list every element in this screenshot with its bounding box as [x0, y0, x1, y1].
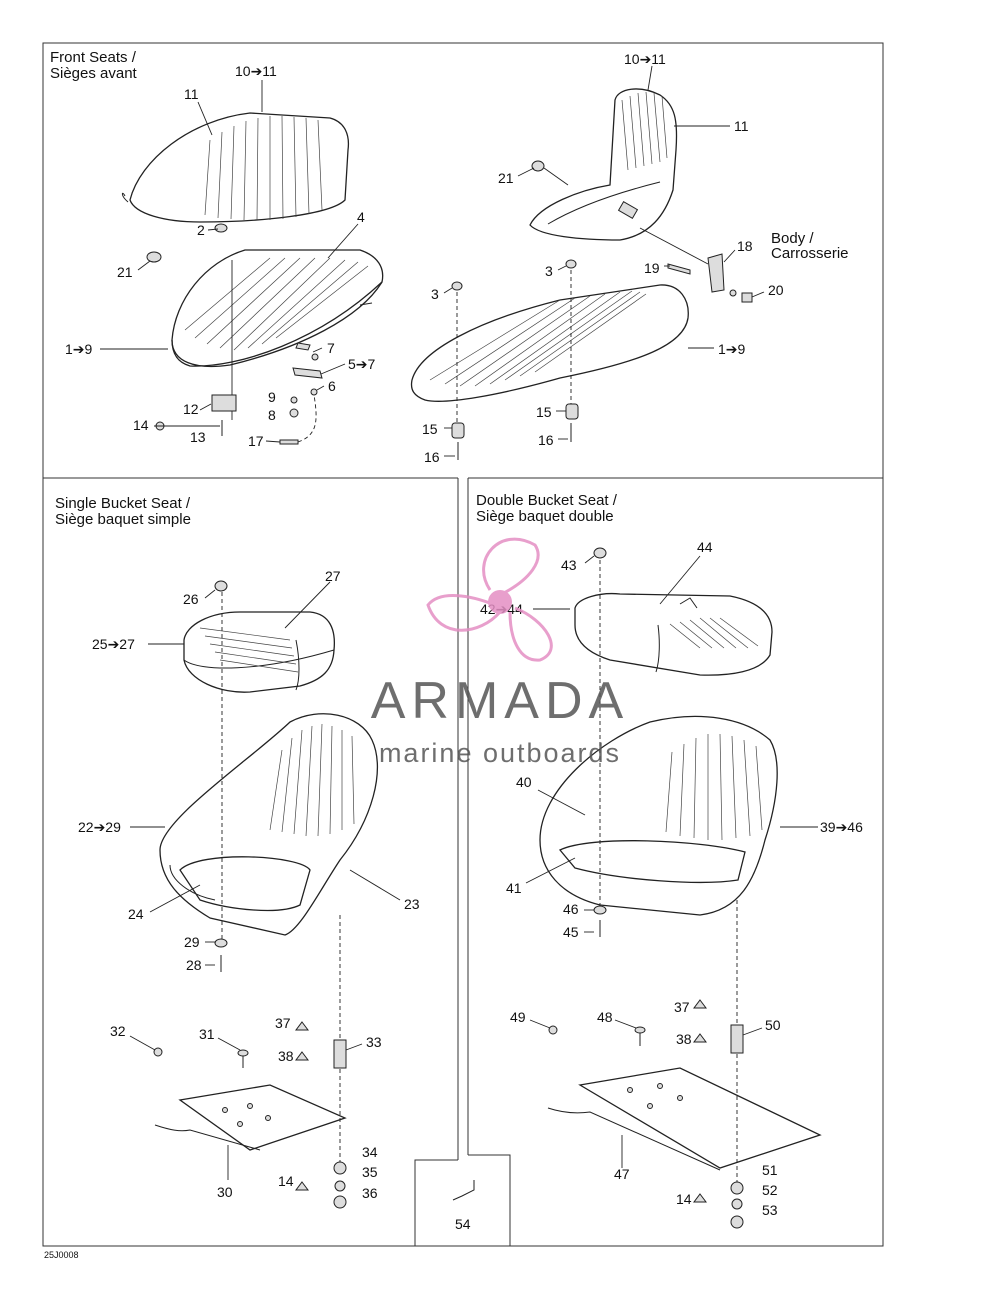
callout-23: 23 [404, 896, 420, 912]
front-seat-left-drawing [121, 112, 384, 445]
callout-4: 4 [357, 209, 365, 225]
callout-52: 52 [762, 1182, 778, 1198]
callout-3-left: 3 [431, 286, 439, 302]
callout-54: 54 [455, 1216, 471, 1232]
watermark: ARMADA marine outboards [371, 537, 629, 768]
callout-43: 43 [561, 557, 577, 573]
callout-24: 24 [128, 906, 144, 922]
callout-40: 40 [516, 774, 532, 790]
callout-53: 53 [762, 1202, 778, 1218]
callout-50: 50 [765, 1017, 781, 1033]
callout-39-46: 39➔46 [820, 819, 863, 835]
callout-6: 6 [328, 378, 336, 394]
callout-10-11-right: 10➔11 [624, 51, 666, 67]
double-bucket-title-en: Double Bucket Seat / [476, 492, 618, 509]
callout-3-right: 3 [545, 263, 553, 279]
double-bucket-drawing [539, 547, 822, 1229]
single-bucket-callouts: 26 27 25➔27 22➔29 24 23 29 28 32 31 37 3… [78, 568, 420, 1201]
callout-21-left: 21 [117, 264, 133, 280]
body-note-fr: Carrosserie [771, 245, 849, 262]
front-left-callouts: 10➔11 11 2 4 21 1➔9 7 5➔7 6 9 8 12 14 13… [65, 63, 376, 449]
callout-17: 17 [248, 433, 264, 449]
callout-16-left: 16 [424, 449, 440, 465]
double-bucket-leaders [525, 555, 818, 1168]
single-bucket-drawing [153, 580, 379, 1209]
front-right-callouts: 10➔11 11 21 18 19 20 3 3 1➔9 15 15 16 16 [422, 51, 784, 465]
callout-25-27: 25➔27 [92, 636, 135, 652]
callout-15-left: 15 [422, 421, 438, 437]
part-54-drawing [452, 1180, 475, 1201]
front-seats-title-fr: Sièges avant [50, 65, 138, 82]
single-bucket-title-fr: Siège baquet simple [55, 511, 191, 528]
single-bucket-title-en: Single Bucket Seat / [55, 495, 191, 512]
callout-48: 48 [597, 1009, 613, 1025]
callout-1-9-right: 1➔9 [718, 341, 746, 357]
callout-20: 20 [768, 282, 784, 298]
diagram-frames [42, 42, 884, 1247]
callout-22-29: 22➔29 [78, 819, 121, 835]
callout-30: 30 [217, 1184, 233, 1200]
drawing-code: 25J0008 [44, 1250, 79, 1260]
single-bucket-leaders [129, 581, 401, 1180]
callout-36: 36 [362, 1185, 378, 1201]
callout-9: 9 [268, 389, 276, 405]
callout-10-11-left: 10➔11 [235, 63, 277, 79]
callout-2: 2 [197, 222, 205, 238]
watermark-tagline: marine outboards [379, 738, 621, 768]
callout-33: 33 [366, 1034, 382, 1050]
callout-31: 31 [199, 1026, 215, 1042]
callout-1-9-left: 1➔9 [65, 341, 93, 357]
callout-38-single: 38 [278, 1048, 294, 1064]
callout-41: 41 [506, 880, 522, 896]
watermark-brand: ARMADA [371, 672, 629, 730]
callout-11-right: 11 [734, 118, 749, 134]
body-note-en: Body / [771, 230, 814, 247]
callout-16-right: 16 [538, 432, 554, 448]
front-right-leaders [443, 65, 765, 457]
callout-37-single: 37 [275, 1015, 291, 1031]
front-seats-title-en: Front Seats / [50, 49, 137, 66]
propeller-hub-icon [488, 590, 512, 614]
callout-14-front: 14 [133, 417, 149, 433]
callout-32: 32 [110, 1023, 126, 1039]
callout-21-right: 21 [498, 170, 514, 186]
callout-46: 46 [563, 901, 579, 917]
callout-26: 26 [183, 591, 199, 607]
front-seat-right-drawing [410, 88, 753, 460]
callout-5-7: 5➔7 [348, 356, 376, 372]
callout-15-right: 15 [536, 404, 552, 420]
callout-18: 18 [737, 238, 753, 254]
callout-44: 44 [697, 539, 713, 555]
callout-27: 27 [325, 568, 341, 584]
double-bucket-title-fr: Siège baquet double [476, 508, 614, 525]
propeller-logo [426, 537, 553, 662]
callout-49: 49 [510, 1009, 526, 1025]
callout-37-double: 37 [674, 999, 690, 1015]
callout-28: 28 [186, 957, 202, 973]
double-bucket-callouts: 43 44 42➔44 40 39➔46 41 46 45 49 48 37 5… [480, 539, 863, 1218]
callout-7: 7 [327, 340, 335, 356]
callout-8: 8 [268, 407, 276, 423]
callout-38-double: 38 [676, 1031, 692, 1047]
callout-29: 29 [184, 934, 200, 950]
callout-34: 34 [362, 1144, 378, 1160]
callout-13: 13 [190, 429, 206, 445]
callout-12: 12 [183, 401, 199, 417]
callout-19: 19 [644, 260, 660, 276]
front-left-leaders [100, 80, 359, 443]
callout-51: 51 [762, 1162, 778, 1178]
callout-14-double: 14 [676, 1191, 692, 1207]
callout-11-left: 11 [184, 86, 199, 102]
callout-14-single: 14 [278, 1173, 294, 1189]
callout-35: 35 [362, 1164, 378, 1180]
callout-47: 47 [614, 1166, 630, 1182]
callout-45: 45 [563, 924, 579, 940]
